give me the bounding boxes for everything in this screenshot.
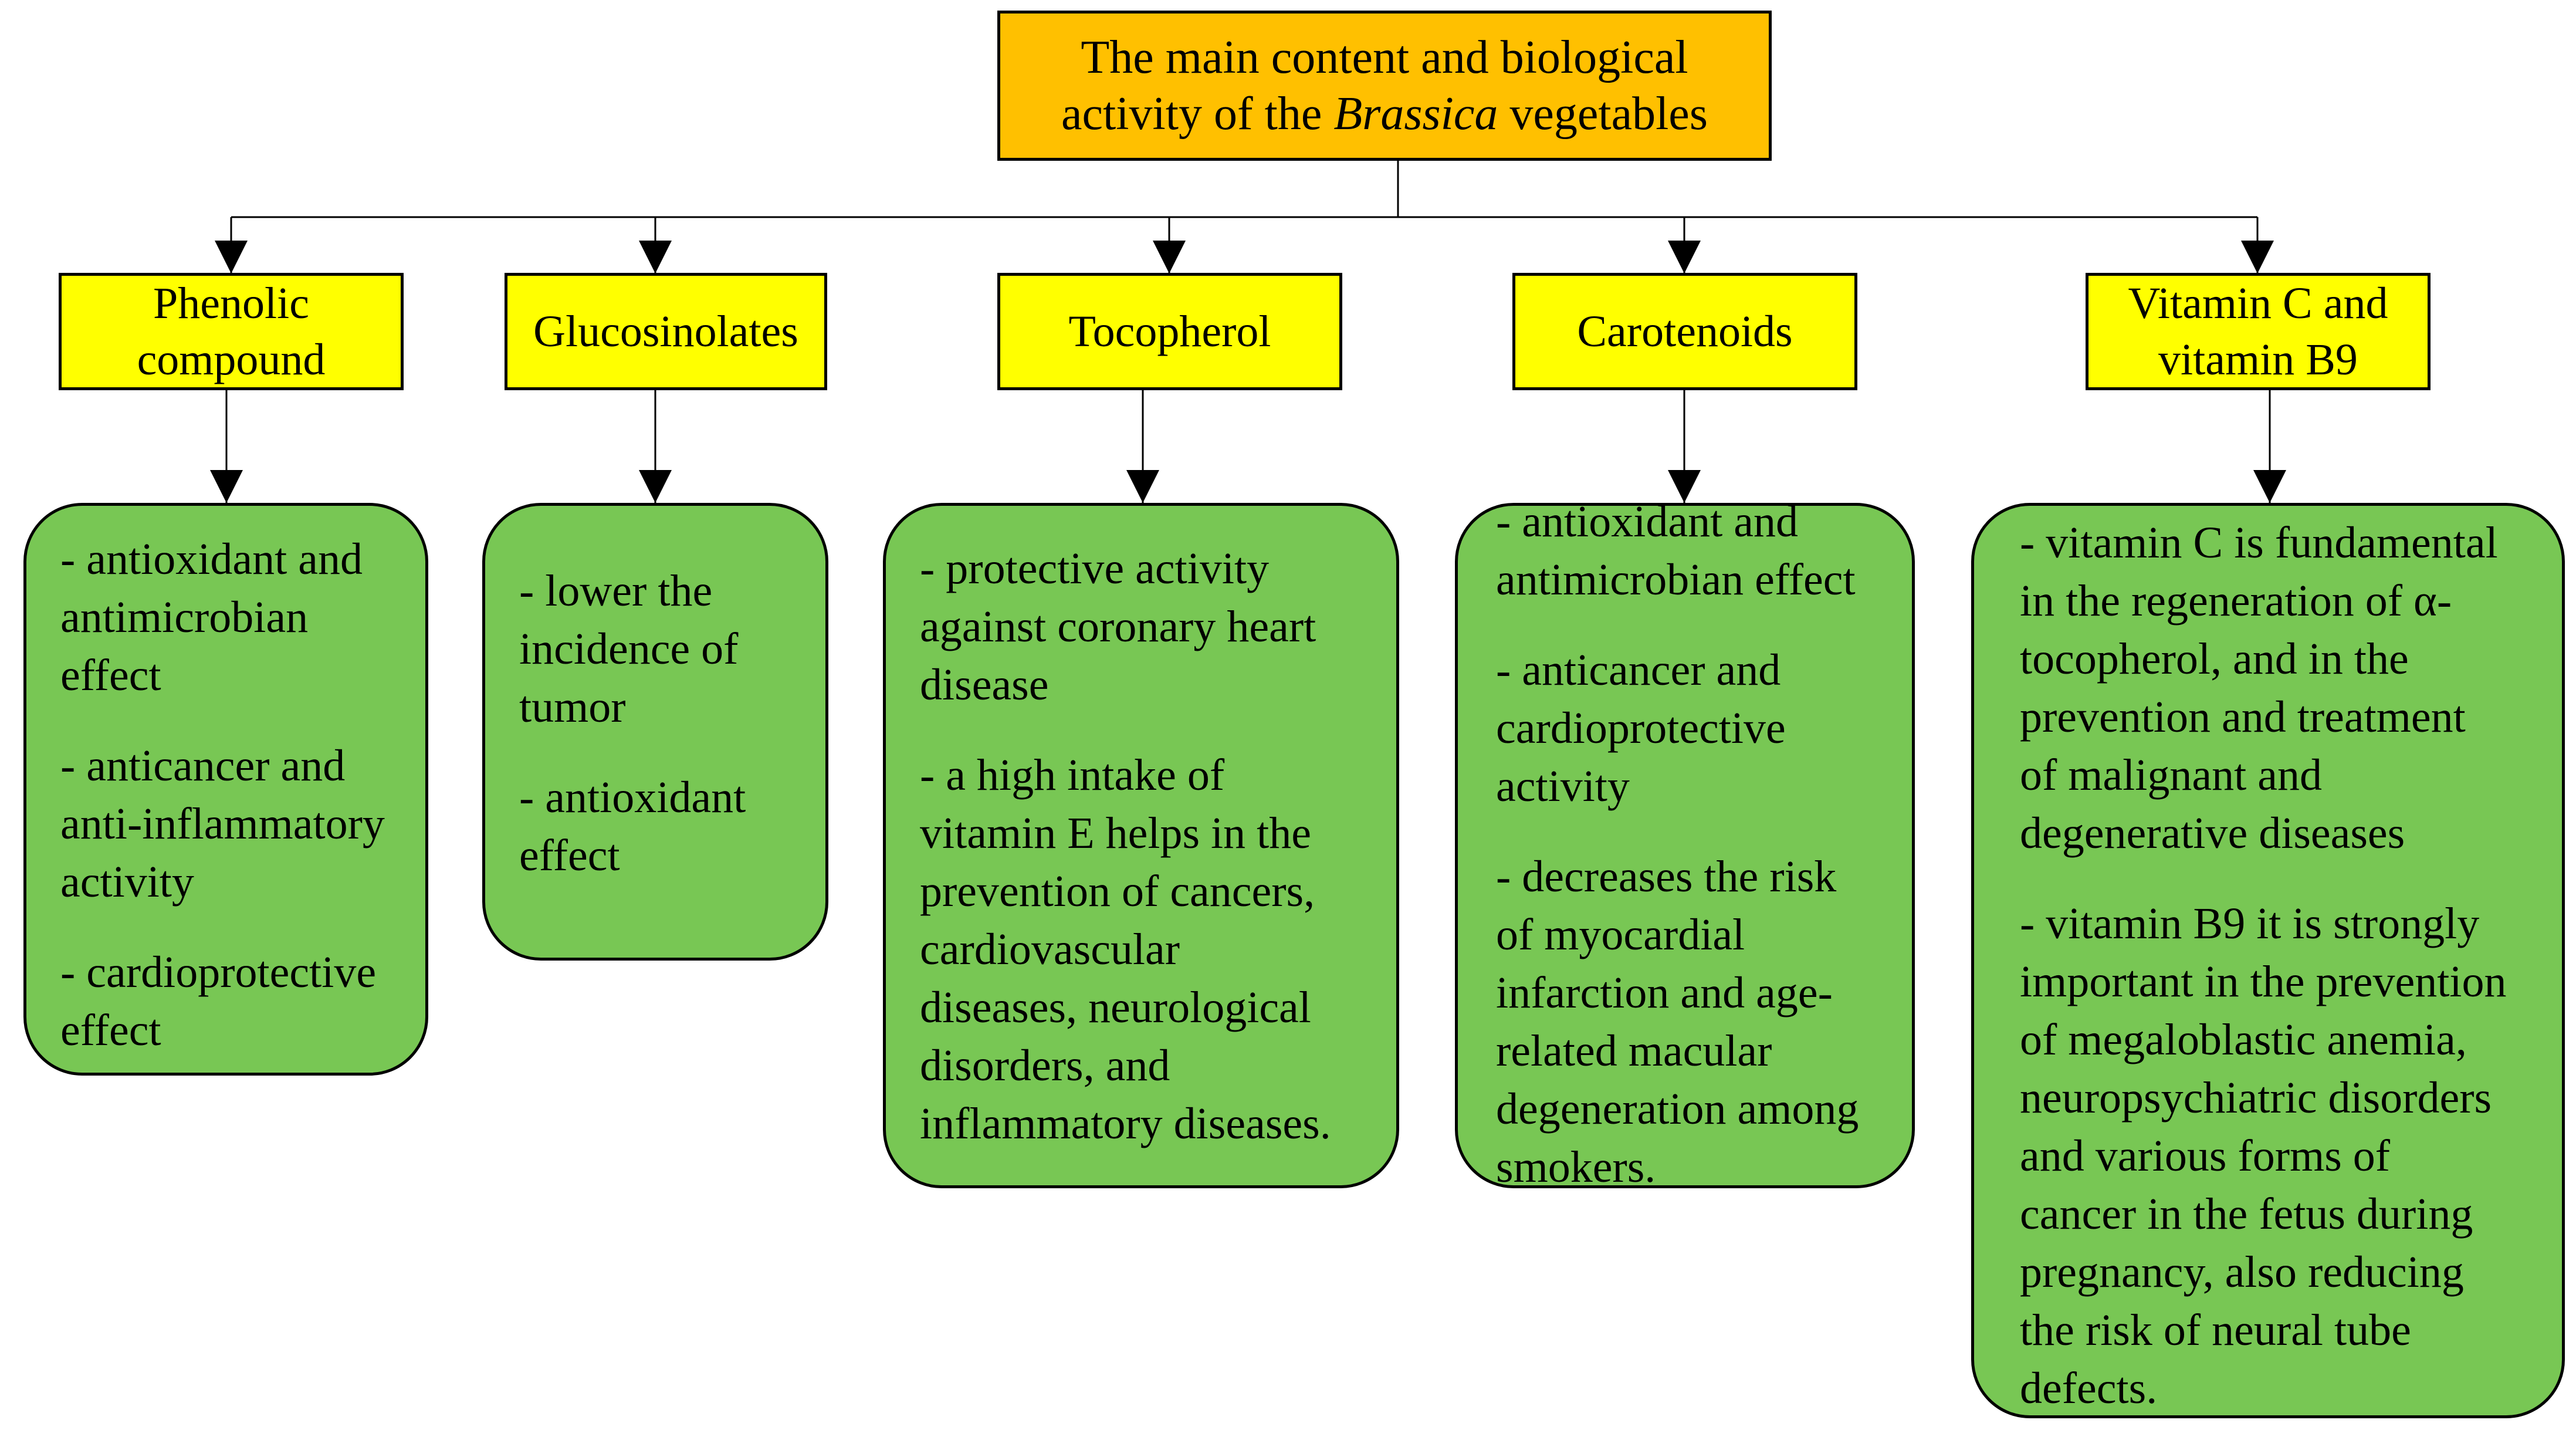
category-label: Phenolic compound — [137, 279, 326, 384]
details-box-carotenoids: - antioxidant and antimicrobian effect -… — [1455, 497, 1915, 1192]
details-box-vitamins: - vitamin C is fundamental in the regene… — [1971, 503, 2565, 1418]
detail-item: - vitamin C is fundamental in the regene… — [2020, 518, 2498, 858]
detail-item: - a high intake of vitamin E helps in th… — [920, 751, 1331, 1148]
title-line-1: The main content and biological — [1081, 32, 1688, 83]
title-line-2-prefix: activity of the — [1061, 88, 1334, 140]
details-box-tocopherol: - protective activity against coronary h… — [883, 503, 1399, 1188]
title-line-2-suffix: vegetables — [1498, 88, 1708, 140]
category-label: Tocopherol — [1068, 307, 1271, 356]
detail-item: - cardioprotective effect — [60, 948, 377, 1055]
detail-item: - anticancer and anti-inflammatory activ… — [60, 741, 385, 907]
category-box-vitamins: Vitamin C and vitamin B9 — [2086, 273, 2431, 390]
title-text: The main content and biological activity… — [1061, 29, 1708, 142]
category-box-carotenoids: Carotenoids — [1512, 273, 1857, 390]
title-line-2-italic: Brassica — [1333, 88, 1498, 140]
category-label: Glucosinolates — [533, 307, 798, 356]
detail-item: - lower the incidence of tumor — [519, 566, 739, 732]
category-label: Vitamin C and vitamin B9 — [2128, 279, 2388, 384]
detail-item: - anticancer and cardioprotective activi… — [1496, 645, 1786, 811]
detail-item: - antioxidant and antimicrobian effect — [60, 535, 363, 700]
detail-item: - protective activity against coronary h… — [920, 544, 1316, 709]
detail-item: - antioxidant and antimicrobian effect — [1496, 497, 1856, 604]
category-box-phenolic: Phenolic compound — [59, 273, 404, 390]
details-box-glucosinolates: - lower the incidence of tumor - antioxi… — [482, 503, 828, 961]
detail-item: - antioxidant effect — [519, 773, 746, 880]
detail-item: - vitamin B9 it is strongly important in… — [2020, 899, 2507, 1413]
category-label: Carotenoids — [1577, 307, 1793, 356]
category-box-tocopherol: Tocopherol — [997, 273, 1342, 390]
category-box-glucosinolates: Glucosinolates — [505, 273, 827, 390]
detail-item: - decreases the risk of myocardial infar… — [1496, 852, 1859, 1192]
title-box: The main content and biological activity… — [997, 11, 1772, 161]
details-box-phenolic: - antioxidant and antimicrobian effect -… — [23, 503, 428, 1076]
